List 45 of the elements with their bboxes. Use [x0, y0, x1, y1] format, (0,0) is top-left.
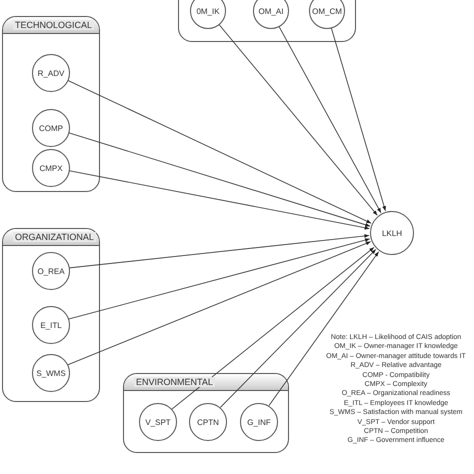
arrow: [68, 238, 370, 320]
arrow: [220, 249, 376, 408]
arrow: [218, 23, 378, 216]
variable-circle: [32, 354, 70, 392]
variable-label: V_SPT: [145, 418, 171, 426]
variable-circle: [190, 0, 226, 29]
variable-circle: [253, 0, 289, 29]
variable-label: LKLH: [382, 228, 402, 238]
variable-circle: [309, 0, 345, 29]
variable-label: G_INF: [247, 418, 271, 426]
variable-label: S_WMS: [36, 368, 66, 378]
variable-circle: [32, 306, 70, 344]
variable-circle: [32, 54, 70, 92]
arrow: [68, 132, 370, 227]
group-panel: [123, 373, 289, 453]
variable-label: COMP: [39, 124, 63, 132]
variable-circle: [32, 149, 70, 187]
group-panel: [2, 16, 100, 192]
arrow: [171, 246, 374, 410]
variable-label: E_ITL: [40, 320, 62, 330]
arrow: [68, 234, 370, 268]
group-title: ORGANIZATIONAL: [13, 232, 96, 242]
variable-circle: [189, 403, 227, 441]
variable-label: CMPX: [39, 164, 63, 172]
arrow: [68, 170, 370, 230]
variable-circle: [139, 403, 177, 441]
variable-circle: [240, 403, 278, 441]
variable-label: 0M_IK: [196, 6, 220, 16]
arrow: [330, 26, 386, 212]
arrow: [278, 25, 382, 214]
variable-label: OM_AI: [258, 6, 284, 16]
variable-label: O_REA: [37, 266, 65, 276]
variable-circle: [32, 109, 70, 147]
group-title: ENVIRONMENTAL: [134, 377, 215, 387]
group-box: [178, 0, 356, 42]
arrow: [66, 80, 372, 224]
arrow: [268, 251, 380, 406]
group-panel: [2, 228, 100, 402]
group-title: TECHNOLOGICAL: [13, 20, 94, 30]
variable-circle: [370, 211, 414, 255]
arrow: [67, 241, 372, 366]
variable-label: R_ADV: [38, 68, 64, 78]
variable-circle: [32, 252, 70, 290]
variable-label: CPTN: [197, 418, 219, 426]
variable-label: OM_CM: [312, 6, 342, 16]
